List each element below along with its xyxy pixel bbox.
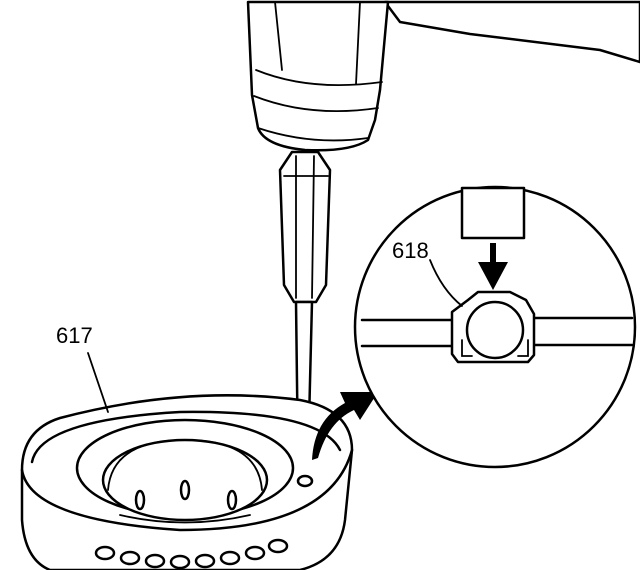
curved-arrow-icon	[312, 392, 378, 460]
housing-holes	[94, 538, 289, 570]
callout-617: 617	[56, 323, 93, 348]
punch-icon	[278, 150, 332, 470]
hammer-handle	[383, 0, 640, 64]
bushing-housing	[20, 394, 354, 570]
leader-618	[429, 259, 463, 307]
down-arrow-icon	[478, 243, 508, 290]
hammer-icon	[246, 0, 640, 152]
leader-617	[87, 352, 109, 413]
detail-view	[353, 185, 637, 469]
hammer-head	[246, 0, 390, 152]
punch-grip	[278, 150, 332, 304]
detail-press-block	[460, 186, 526, 240]
callout-618: 618	[392, 238, 429, 263]
detail-clip-bore	[465, 300, 525, 360]
roll-pin-hole	[296, 474, 314, 488]
